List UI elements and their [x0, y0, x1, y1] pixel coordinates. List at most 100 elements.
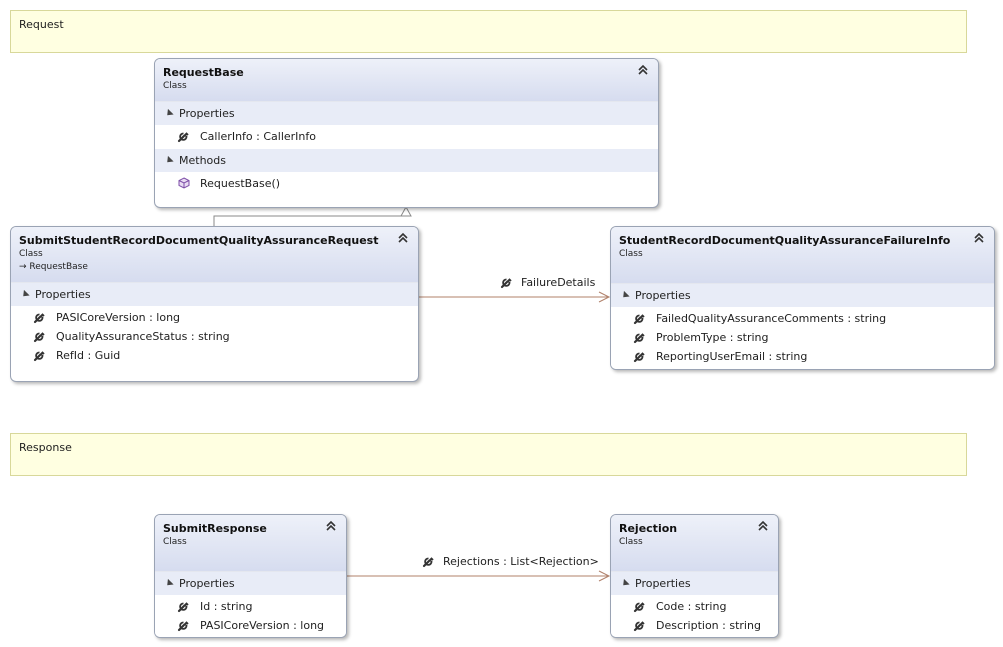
expand-triangle-icon[interactable]	[620, 578, 630, 589]
method-item[interactable]: RequestBase()	[155, 174, 658, 193]
property-text: ProblemType : string	[656, 331, 769, 344]
wrench-icon	[500, 278, 512, 289]
property-item[interactable]: Code : string	[611, 597, 778, 616]
methods-list: RequestBase()	[155, 172, 658, 196]
properties-list: Id : string PASICoreVersion : long	[155, 595, 346, 637]
class-submit-request[interactable]: SubmitStudentRecordDocumentQualityAssura…	[10, 226, 419, 382]
class-rejection[interactable]: Rejection Class Properties Code : string…	[610, 514, 779, 638]
properties-list: FailedQualityAssuranceComments : string …	[611, 307, 994, 369]
request-note-text: Request	[19, 18, 64, 31]
property-item[interactable]: FailedQualityAssuranceComments : string	[611, 309, 994, 328]
expand-triangle-icon[interactable]	[164, 155, 174, 166]
property-text: FailedQualityAssuranceComments : string	[656, 312, 887, 325]
property-text: ReportingUserEmail : string	[656, 350, 808, 363]
class-name: SubmitResponse	[163, 522, 267, 535]
class-header[interactable]: RequestBase Class	[155, 59, 658, 102]
wrench-icon	[633, 333, 645, 344]
property-text: PASICoreVersion : long	[56, 311, 181, 324]
rejections-arrowhead	[598, 570, 611, 582]
property-item[interactable]: ReportingUserEmail : string	[611, 347, 994, 366]
class-header[interactable]: Rejection Class	[611, 515, 778, 572]
property-item[interactable]: RefId : Guid	[11, 346, 418, 365]
class-kind: Class	[163, 537, 187, 547]
double-chevron-up-icon[interactable]	[637, 64, 649, 76]
class-kind: Class	[619, 249, 643, 259]
class-header[interactable]: SubmitStudentRecordDocumentQualityAssura…	[11, 227, 418, 283]
section-properties[interactable]: Properties	[155, 102, 658, 125]
section-label: Properties	[635, 577, 691, 590]
association-text: Rejections : List<Rejection>	[443, 555, 599, 568]
class-header[interactable]: StudentRecordDocumentQualityAssuranceFai…	[611, 227, 994, 284]
failure-details-label[interactable]: FailureDetails	[500, 275, 595, 289]
property-item[interactable]: QualityAssuranceStatus : string	[11, 327, 418, 346]
double-chevron-up-icon[interactable]	[397, 232, 409, 244]
base-class-label: → RequestBase	[19, 262, 88, 272]
wrench-icon	[177, 621, 189, 632]
expand-triangle-icon[interactable]	[164, 108, 174, 119]
property-item[interactable]: Description : string	[611, 616, 778, 635]
wrench-icon	[633, 352, 645, 363]
wrench-icon	[177, 132, 189, 143]
section-label: Methods	[179, 154, 226, 167]
class-name: SubmitStudentRecordDocumentQualityAssura…	[19, 234, 379, 247]
properties-list: PASICoreVersion : long QualityAssuranceS…	[11, 306, 418, 368]
class-failure-info[interactable]: StudentRecordDocumentQualityAssuranceFai…	[610, 226, 995, 370]
class-name: Rejection	[619, 522, 678, 535]
property-text: Id : string	[200, 600, 253, 613]
wrench-icon	[633, 314, 645, 325]
section-properties[interactable]: Properties	[611, 572, 778, 595]
wrench-icon	[422, 557, 434, 568]
property-item[interactable]: PASICoreVersion : long	[11, 308, 418, 327]
section-properties[interactable]: Properties	[611, 284, 994, 307]
response-note[interactable]: Response	[10, 433, 967, 476]
wrench-icon	[33, 351, 45, 362]
section-properties[interactable]: Properties	[11, 283, 418, 306]
property-text: Code : string	[656, 600, 727, 613]
property-text: RefId : Guid	[56, 349, 121, 362]
wrench-icon	[177, 602, 189, 613]
cube-icon	[178, 177, 190, 189]
property-text: CallerInfo : CallerInfo	[200, 130, 316, 143]
section-label: Properties	[179, 577, 235, 590]
wrench-icon	[633, 602, 645, 613]
double-chevron-up-icon[interactable]	[325, 520, 337, 532]
wrench-icon	[33, 332, 45, 343]
property-item[interactable]: ProblemType : string	[611, 328, 994, 347]
wrench-icon	[33, 313, 45, 324]
expand-triangle-icon[interactable]	[620, 290, 630, 301]
property-item[interactable]: CallerInfo : CallerInfo	[155, 127, 658, 146]
double-chevron-up-icon[interactable]	[757, 520, 769, 532]
section-label: Properties	[35, 288, 91, 301]
class-header[interactable]: SubmitResponse Class	[155, 515, 346, 572]
response-note-text: Response	[19, 441, 72, 454]
section-label: Properties	[635, 289, 691, 302]
wrench-icon	[633, 621, 645, 632]
method-text: RequestBase()	[200, 177, 281, 190]
failure-details-arrowhead	[598, 291, 611, 303]
class-kind: Class	[19, 249, 43, 259]
property-text: QualityAssuranceStatus : string	[56, 330, 230, 343]
property-text: Description : string	[656, 619, 761, 632]
class-request-base[interactable]: RequestBase Class Properties CallerInfo …	[154, 58, 659, 208]
section-label: Properties	[179, 107, 235, 120]
class-submit-response[interactable]: SubmitResponse Class Properties Id : str…	[154, 514, 347, 638]
properties-list: Code : string Description : string	[611, 595, 778, 637]
class-kind: Class	[619, 537, 643, 547]
rejections-label[interactable]: Rejections : List<Rejection>	[422, 554, 599, 568]
association-text: FailureDetails	[521, 276, 596, 289]
request-note[interactable]: Request	[10, 10, 967, 53]
property-item[interactable]: Id : string	[155, 597, 346, 616]
property-item[interactable]: PASICoreVersion : long	[155, 616, 346, 635]
expand-triangle-icon[interactable]	[164, 578, 174, 589]
section-properties[interactable]: Properties	[155, 572, 346, 595]
class-name: StudentRecordDocumentQualityAssuranceFai…	[619, 234, 951, 247]
class-kind: Class	[163, 81, 187, 91]
expand-triangle-icon[interactable]	[20, 289, 30, 300]
properties-list: CallerInfo : CallerInfo	[155, 125, 658, 149]
class-name: RequestBase	[163, 66, 244, 79]
double-chevron-up-icon[interactable]	[973, 232, 985, 244]
section-methods[interactable]: Methods	[155, 149, 658, 172]
inheritance-arrowhead	[400, 205, 412, 217]
property-text: PASICoreVersion : long	[200, 619, 325, 632]
